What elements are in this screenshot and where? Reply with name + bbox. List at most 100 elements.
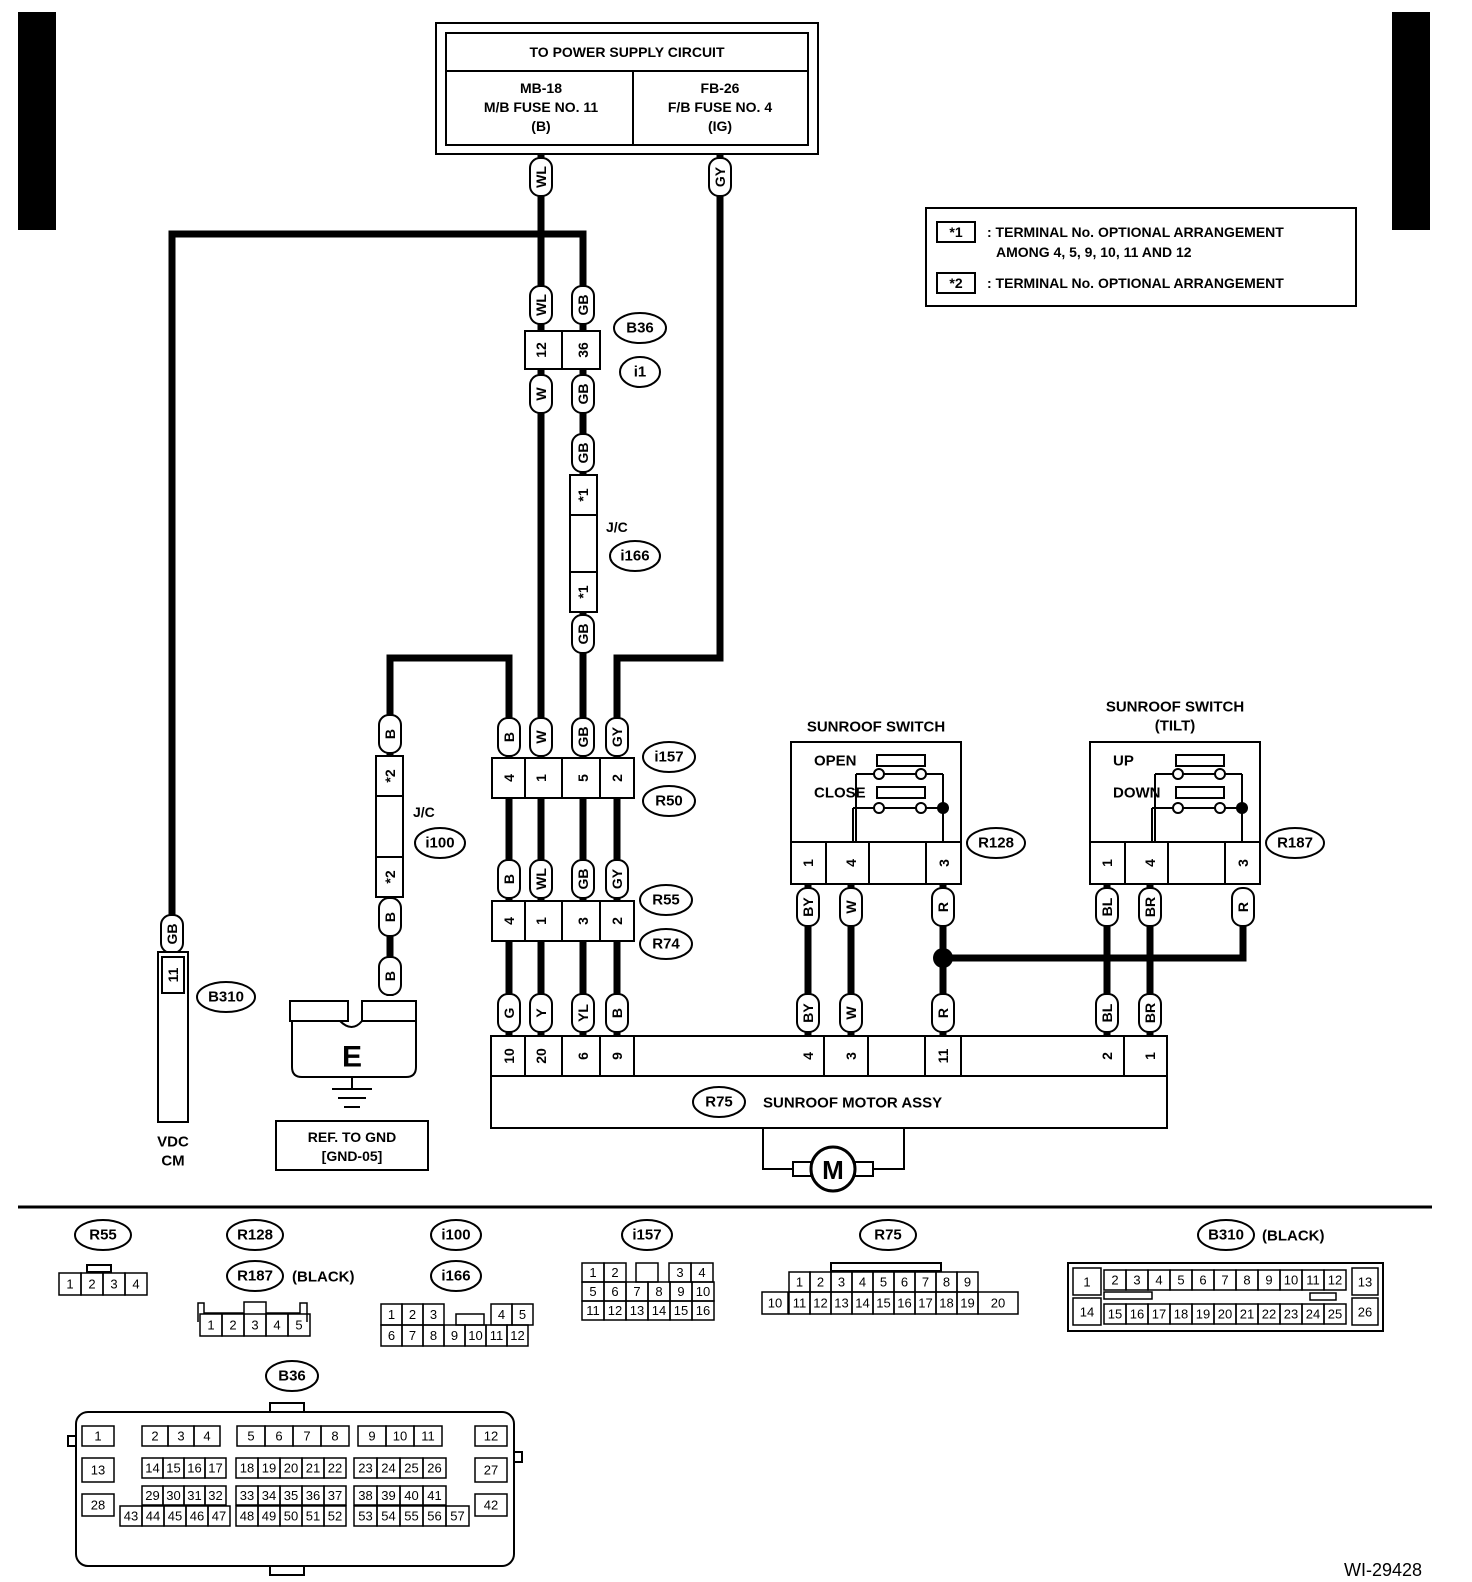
wire-by-label: BY xyxy=(800,1003,816,1023)
view-b36-pin: 41 xyxy=(427,1488,441,1503)
ref-gnd-label-2: [GND-05] xyxy=(322,1148,383,1164)
pin-r75: 4 xyxy=(800,1052,816,1060)
view-b310-pin: 12 xyxy=(1328,1273,1342,1288)
jc-i166-body xyxy=(569,514,598,573)
connector-r128-badge xyxy=(966,827,1026,859)
view-b36-pin: 51 xyxy=(306,1509,320,1524)
view-b36-pin: 17 xyxy=(208,1461,222,1476)
view-r55-pin: 4 xyxy=(132,1277,139,1292)
switch-contact xyxy=(873,768,885,780)
view-b36-id: B36 xyxy=(278,1368,306,1385)
view-i100-pin: 3 xyxy=(430,1307,437,1322)
view-b310-cell xyxy=(1072,1297,1102,1326)
connector-r50-id: R50 xyxy=(655,793,683,810)
power-supply-inner xyxy=(445,32,809,146)
view-b36-pin: 43 xyxy=(124,1509,138,1524)
view-b310-pin: 17 xyxy=(1152,1307,1166,1322)
wire-y-tag xyxy=(529,993,553,1033)
pin-r75: 11 xyxy=(935,1048,951,1063)
view-b36-pin: 38 xyxy=(358,1488,372,1503)
view-i100-pin: 2 xyxy=(409,1307,416,1322)
pin-i100-star2: *2 xyxy=(382,769,398,782)
pin-i157: 1 xyxy=(533,774,549,782)
view-b36-cell xyxy=(323,1485,347,1506)
switch-title: SUNROOF SWITCH xyxy=(807,719,945,736)
view-r75-pin: 17 xyxy=(918,1296,932,1311)
view-r128-pin: 2 xyxy=(229,1318,236,1333)
wire-gb-label: GB xyxy=(575,624,591,645)
view-r75-id: R75 xyxy=(874,1227,902,1244)
pin-r75: 1 xyxy=(1142,1052,1158,1060)
wire-br-label: BR xyxy=(1142,897,1158,917)
view-r75-pin: 15 xyxy=(876,1296,890,1311)
view-b36-pin: 6 xyxy=(275,1429,282,1444)
motor-letter: M xyxy=(822,1155,844,1185)
fuse-mb-line: MB-18 xyxy=(520,80,562,96)
view-b310-pin: 25 xyxy=(1328,1307,1342,1322)
wire-gy-label: GY xyxy=(609,868,625,889)
note1-tag-box xyxy=(936,221,976,243)
pin-switch-4: 4 xyxy=(843,859,859,867)
view-r128-pin: 5 xyxy=(295,1318,302,1333)
view-b36-pin: 14 xyxy=(145,1461,159,1476)
view-i157-pin: 2 xyxy=(611,1265,618,1280)
view-r75-pin: 14 xyxy=(855,1296,869,1311)
view-r75-pin: 3 xyxy=(838,1275,845,1290)
switch-contact xyxy=(873,802,885,814)
ground-terminals xyxy=(289,1000,417,1022)
wire-gy-label: GY xyxy=(609,726,625,747)
pin-r75: 2 xyxy=(1099,1052,1115,1060)
view-i100-pin: 6 xyxy=(388,1328,395,1343)
view-b310-badge xyxy=(1197,1219,1255,1251)
notes-box xyxy=(925,207,1357,307)
switch-node xyxy=(937,802,949,814)
view-b36-pin: 18 xyxy=(240,1461,254,1476)
view-b36-cell xyxy=(207,1505,231,1527)
view-b36-pin: 8 xyxy=(331,1429,338,1444)
view-b310-key xyxy=(1103,1291,1153,1300)
motor-symbol xyxy=(809,1145,857,1193)
view-b36-cell xyxy=(204,1485,227,1506)
view-i157-pin: 8 xyxy=(655,1284,662,1299)
view-b36-cell xyxy=(320,1425,350,1447)
connector-r128-id: R128 xyxy=(978,835,1014,852)
view-r55-badge xyxy=(74,1219,132,1251)
view-i157-pin: 14 xyxy=(652,1303,666,1318)
view-b36-badge xyxy=(265,1360,319,1392)
pin-r55: 1 xyxy=(533,917,549,925)
view-b36-pin: 26 xyxy=(427,1461,441,1476)
side-tag-right xyxy=(1392,12,1430,230)
note1-text: : TERMINAL No. OPTIONAL ARRANGEMENT xyxy=(987,224,1284,240)
view-r55-lock xyxy=(86,1264,112,1273)
view-i100-pin: 4 xyxy=(498,1307,505,1322)
view-b36-pin: 42 xyxy=(484,1498,498,1513)
view-b310-pin: 10 xyxy=(1284,1273,1298,1288)
view-b36-cell xyxy=(323,1457,347,1479)
view-b310-cell xyxy=(1351,1267,1379,1296)
view-i100-pin: 11 xyxy=(490,1328,504,1343)
connector-i100-id: i100 xyxy=(425,835,454,852)
pin-i166-star1: *1 xyxy=(575,488,591,501)
wire-w-label: W xyxy=(533,730,549,744)
splice-node xyxy=(933,948,953,968)
wire-r-tag xyxy=(931,887,955,927)
view-b310-pin: 19 xyxy=(1196,1307,1210,1322)
view-b310-pin: 18 xyxy=(1174,1307,1188,1322)
fuse-fb-line: (IG) xyxy=(708,118,732,134)
view-r75-pin: 7 xyxy=(922,1275,929,1290)
wire-b-label: B xyxy=(609,1008,625,1018)
switch-label-a: OPEN xyxy=(814,753,857,770)
view-r187-id: R187 xyxy=(237,1268,273,1285)
view-i100-pin: 1 xyxy=(388,1307,395,1322)
view-b36-pin: 10 xyxy=(393,1429,407,1444)
connector-b310-id: B310 xyxy=(208,989,244,1006)
switch-bar-b xyxy=(876,786,926,799)
wire-gb-tag xyxy=(571,859,595,899)
view-b36-pin: 19 xyxy=(262,1461,276,1476)
power-supply-outer xyxy=(435,22,819,155)
view-i157-id: i157 xyxy=(632,1227,661,1244)
connector-i166-badge xyxy=(609,540,661,572)
wire-r-tag xyxy=(931,993,955,1033)
ground-body xyxy=(291,1020,417,1078)
jc-i166-top xyxy=(569,474,598,516)
